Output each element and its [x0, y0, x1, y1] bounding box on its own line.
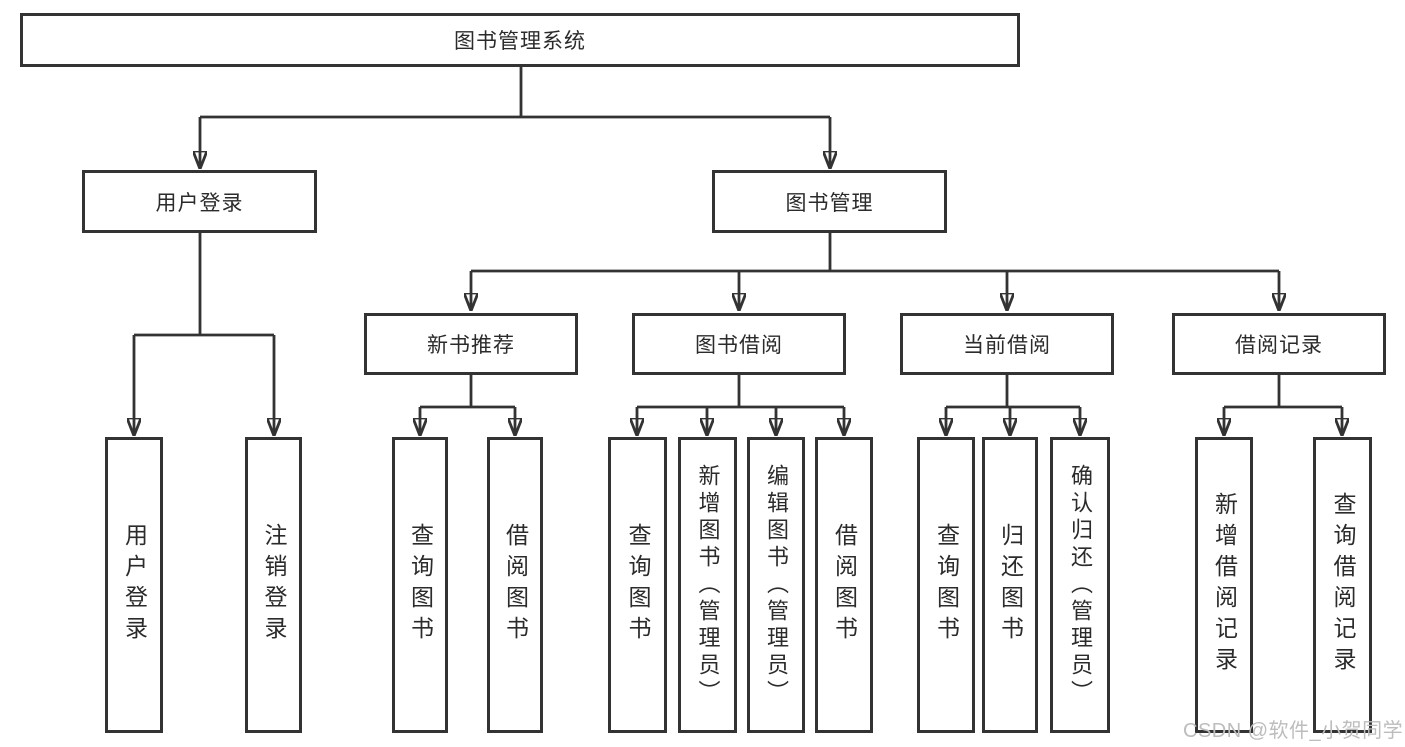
connector-borrowing-records-children: [1224, 375, 1342, 436]
node-new-book-recommendation: 新书推荐: [364, 313, 578, 375]
node-label: 用户登录: [155, 191, 244, 215]
leaf-user-login: 用户登录: [105, 437, 163, 733]
node-label: 编辑图书（管理员）: [764, 463, 789, 707]
node-label: 归还图书: [997, 523, 1024, 647]
node-user-login: 用户登录: [82, 170, 317, 233]
node-label: 查询图书: [625, 523, 651, 647]
node-borrowing-records: 借阅记录: [1172, 313, 1386, 375]
node-label: 确认归还（管理员）: [1068, 463, 1093, 707]
node-label: 图书管理系统: [454, 30, 586, 53]
leaf-return-books: 归还图书: [982, 437, 1038, 733]
node-label: 新增借阅记录: [1211, 492, 1238, 678]
node-label: 查询图书: [933, 523, 960, 647]
connector-current-borrowing-children: [946, 375, 1080, 436]
node-label: 图书管理: [785, 191, 874, 215]
leaf-query-borrow-record: 查询借阅记录: [1313, 437, 1372, 733]
leaf-query-books-borrowing: 查询图书: [608, 437, 667, 733]
node-book-management: 图书管理: [712, 170, 947, 233]
leaf-borrow-books-recommend: 借阅图书: [487, 437, 543, 733]
node-root: 图书管理系统: [20, 13, 1020, 67]
node-label: 借阅图书: [502, 523, 529, 647]
connector-book-borrowing-children: [637, 375, 844, 436]
leaf-query-books-current: 查询图书: [917, 437, 975, 733]
connector-book-management-children: [471, 233, 1279, 311]
leaf-logout: 注销登录: [245, 437, 302, 733]
node-label: 借阅图书: [831, 523, 858, 647]
leaf-add-borrow-record: 新增借阅记录: [1195, 437, 1253, 733]
leaf-borrow-books-borrowing: 借阅图书: [815, 437, 873, 733]
connector-root-to-level2: [200, 67, 830, 169]
leaf-add-book-admin: 新增图书（管理员）: [678, 437, 737, 733]
leaf-confirm-return-admin: 确认归还（管理员）: [1050, 437, 1110, 733]
node-label: 当前借阅: [963, 334, 1051, 357]
node-label: 图书借阅: [695, 334, 783, 357]
node-label: 查询图书: [407, 523, 434, 647]
watermark: CSDN @软件_小贺同学: [1183, 720, 1404, 742]
node-label: 新增图书（管理员）: [695, 463, 721, 707]
node-label: 查询借阅记录: [1330, 492, 1356, 678]
node-book-borrowing: 图书借阅: [632, 313, 846, 375]
node-label: 用户登录: [121, 523, 148, 647]
node-current-borrowing: 当前借阅: [900, 313, 1114, 375]
node-label: 新书推荐: [427, 334, 515, 357]
leaf-query-books-recommend: 查询图书: [392, 437, 448, 733]
leaf-edit-book-admin: 编辑图书（管理员）: [747, 437, 805, 733]
connector-user-login-children: [134, 233, 274, 436]
node-label: 借阅记录: [1235, 334, 1323, 357]
connector-new-book-recommendation-children: [420, 375, 515, 436]
node-label: 注销登录: [261, 523, 287, 647]
